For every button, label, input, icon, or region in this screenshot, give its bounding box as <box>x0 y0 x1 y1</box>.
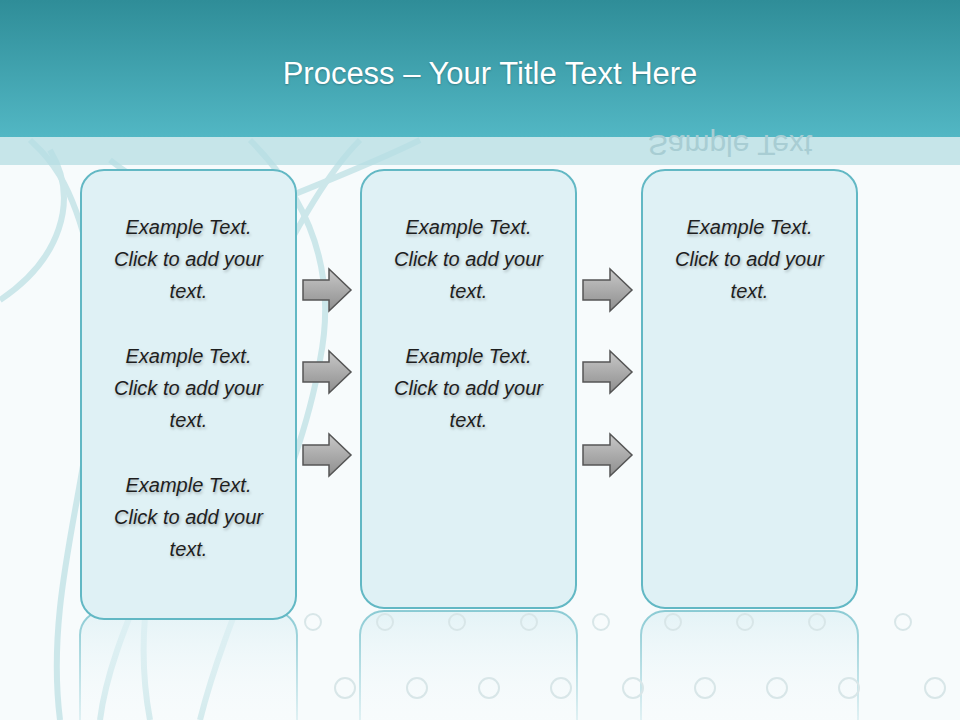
block-arrow <box>583 434 632 476</box>
box-text: Example Text. Click to add your text. <box>109 469 269 565</box>
box-text: Example Text. Click to add your text. <box>389 211 549 307</box>
slide-title: Process – Your Title Text Here <box>90 52 890 96</box>
block-arrow <box>303 434 351 476</box>
header-bar <box>0 0 960 137</box>
header-band <box>0 137 960 165</box>
process-box: Example Text. Click to add your text. Exa… <box>80 169 297 620</box>
process-box: Example Text. Click to add your text. Exa… <box>360 169 577 609</box>
block-arrow <box>583 351 632 393</box>
process-box: Example Text. Click to add your text. <box>641 169 858 609</box>
watermark: Sample Text <box>600 128 860 162</box>
box-text: Example Text. Click to add your text. <box>109 340 269 436</box>
block-arrow <box>303 269 351 311</box>
box-text: Example Text. Click to add your text. <box>109 211 269 307</box>
block-arrow <box>583 269 632 311</box>
box-reflections <box>80 611 858 720</box>
box-text: Example Text. Click to add your text. <box>670 211 830 307</box>
circle-row <box>305 614 945 698</box>
box-text: Example Text. Click to add your text. <box>389 340 549 436</box>
block-arrow <box>303 351 351 393</box>
